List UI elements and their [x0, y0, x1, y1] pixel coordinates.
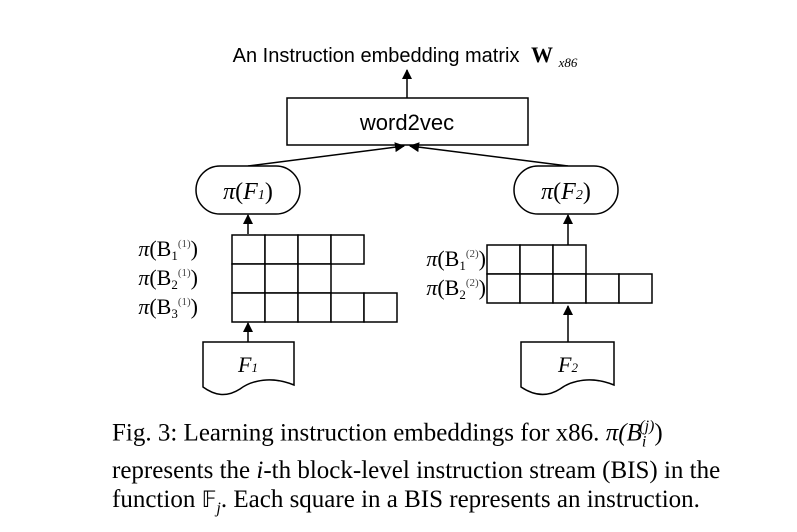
- pi-f2-name: F: [560, 179, 576, 205]
- bis-f1-row-pi: π: [138, 294, 150, 319]
- caption-line2-a: represents the: [112, 457, 257, 485]
- bis-f1-row-sub: 3: [171, 306, 178, 321]
- bis-f2-row-close: ): [479, 275, 486, 300]
- bis-f2-row-pi: π: [426, 246, 438, 271]
- bis-f2-row-label: π(B1(2)): [426, 246, 486, 273]
- bis-f2-row-sub: 2: [459, 287, 466, 302]
- bis-f2-instruction-cell: [618, 273, 653, 304]
- bis-f2-row-pi: π: [426, 275, 438, 300]
- pi-f1-close: ): [265, 179, 273, 205]
- word2vec-box: [286, 97, 529, 146]
- bis-f1-row-block: (B: [149, 294, 171, 319]
- pi-f1-name: F: [242, 179, 258, 205]
- caption-line3-b: . Each square in a BIS represents an ins…: [220, 486, 700, 514]
- bis-f2-instruction-cell: [552, 273, 587, 304]
- bis-f1-row-close: ): [191, 294, 198, 319]
- figure-caption: Fig. 3: Learning instruction embeddings …: [112, 412, 782, 523]
- pi-f1-open: (: [235, 179, 243, 205]
- bis-f1-instruction-cell: [231, 292, 266, 323]
- document-f1-name: F: [237, 352, 252, 377]
- pi-f1-pi: π: [223, 179, 236, 205]
- bis-f1-instruction-cell: [264, 263, 299, 294]
- bis-f1-instruction-cell: [297, 234, 332, 265]
- bis-f2-instruction-cell: [486, 244, 521, 275]
- caption-line3-F: 𝔽: [201, 488, 217, 514]
- bis-f1-instruction-cell: [363, 292, 398, 323]
- top-label-subscript: x86: [558, 55, 578, 70]
- bis-f1-instruction-cell: [231, 263, 266, 294]
- bis-f1-row-label: π(B3(1)): [138, 294, 198, 321]
- bis-f2-row-close: ): [479, 246, 486, 271]
- arrow-f1-to-word2vec: [247, 142, 405, 167]
- bis-f1-row-pi: π: [138, 236, 150, 261]
- bis-f1-row-label: π(B2(1)): [138, 265, 198, 292]
- document-f2: [520, 341, 615, 396]
- caption-line-2: represents the i-th block-level instruct…: [112, 456, 782, 485]
- caption-line2-b: -th block-level instruction stream (BIS)…: [263, 457, 721, 485]
- caption-line1-pi: π(B: [605, 419, 642, 447]
- bis-f1-row-sub: 2: [171, 277, 178, 292]
- bis-f1-instruction-cell: [297, 292, 332, 323]
- caption-line1-sup: (j): [639, 418, 655, 435]
- caption-line1-close: ): [654, 419, 663, 447]
- arrow-f2-to-word2vec: [409, 142, 569, 167]
- caption-line2-i: i: [256, 457, 264, 485]
- bis-f1-row-sup: (1): [178, 267, 191, 279]
- caption-line-1: Fig. 3: Learning instruction embeddings …: [112, 412, 782, 456]
- top-label: An Instruction embedding matrix W x86: [233, 42, 578, 70]
- bis-f1-row-sup: (1): [178, 238, 191, 250]
- bis-f2-row-block: (B: [437, 246, 459, 271]
- bis-grid-f2: π(B1(2))π(B2(2)): [426, 244, 653, 304]
- word2vec-label: word2vec: [359, 110, 454, 135]
- caption-line1-sub: i: [641, 433, 647, 451]
- pi-f2-pi: π: [541, 179, 554, 205]
- bis-f1-instruction-cell: [264, 234, 299, 265]
- pi-f2-label: π(F2): [541, 179, 591, 205]
- top-label-symbol: W: [531, 42, 553, 67]
- bis-f2-row-sup: (2): [466, 248, 479, 260]
- bis-f2-row-label: π(B2(2)): [426, 275, 486, 302]
- bis-f1-row-block: (B: [149, 236, 171, 261]
- pi-f2-index: 2: [576, 188, 583, 203]
- bis-f2-instruction-cell: [486, 273, 521, 304]
- bis-f2-instruction-cell: [552, 244, 587, 275]
- bis-f2-instruction-cell: [519, 273, 554, 304]
- bis-f1-row-sub: 1: [171, 248, 178, 263]
- caption-line-3: function 𝔽j. Each square in a BIS repres…: [112, 485, 782, 523]
- caption-line3-a: function: [112, 486, 202, 514]
- document-f1-index: 1: [251, 360, 258, 375]
- bis-f2-row-sup: (2): [466, 277, 479, 289]
- bis-f1-row-label: π(B1(1)): [138, 236, 198, 263]
- pi-f2-open: (: [553, 179, 561, 205]
- caption-line3-j: j: [216, 500, 221, 518]
- bis-f1-row-block: (B: [149, 265, 171, 290]
- document-f1-label: F1: [237, 352, 258, 377]
- bis-f1-instruction-cell: [297, 263, 332, 294]
- bis-f2-row-block: (B: [437, 275, 459, 300]
- document-f1: [202, 341, 295, 396]
- caption-line1-text: Fig. 3: Learning instruction embeddings …: [112, 419, 600, 447]
- document-f2-label: F2: [557, 352, 578, 377]
- bis-grid-f1: π(B1(1))π(B2(1))π(B3(1)): [138, 234, 398, 323]
- bis-f1-row-close: ): [191, 236, 198, 261]
- document-f2-index: 2: [571, 360, 578, 375]
- bis-f1-instruction-cell: [330, 234, 365, 265]
- bis-f2-row-sub: 1: [459, 258, 466, 273]
- bis-f1-instruction-cell: [330, 292, 365, 323]
- bis-f1-row-pi: π: [138, 265, 150, 290]
- top-label-text: An Instruction embedding matrix: [233, 45, 520, 67]
- pi-f1-index: 1: [258, 188, 265, 203]
- bis-f2-instruction-cell: [585, 273, 620, 304]
- diagram-canvas: An Instruction embedding matrix W x86 wo…: [138, 42, 653, 396]
- pi-f2-close: ): [583, 179, 591, 205]
- bis-f1-row-sup: (1): [178, 296, 191, 308]
- pi-f1-label: π(F1): [223, 179, 273, 205]
- bis-f1-instruction-cell: [231, 234, 266, 265]
- document-f2-name: F: [557, 352, 572, 377]
- bis-f1-row-close: ): [191, 265, 198, 290]
- bis-f2-instruction-cell: [519, 244, 554, 275]
- bis-f1-instruction-cell: [264, 292, 299, 323]
